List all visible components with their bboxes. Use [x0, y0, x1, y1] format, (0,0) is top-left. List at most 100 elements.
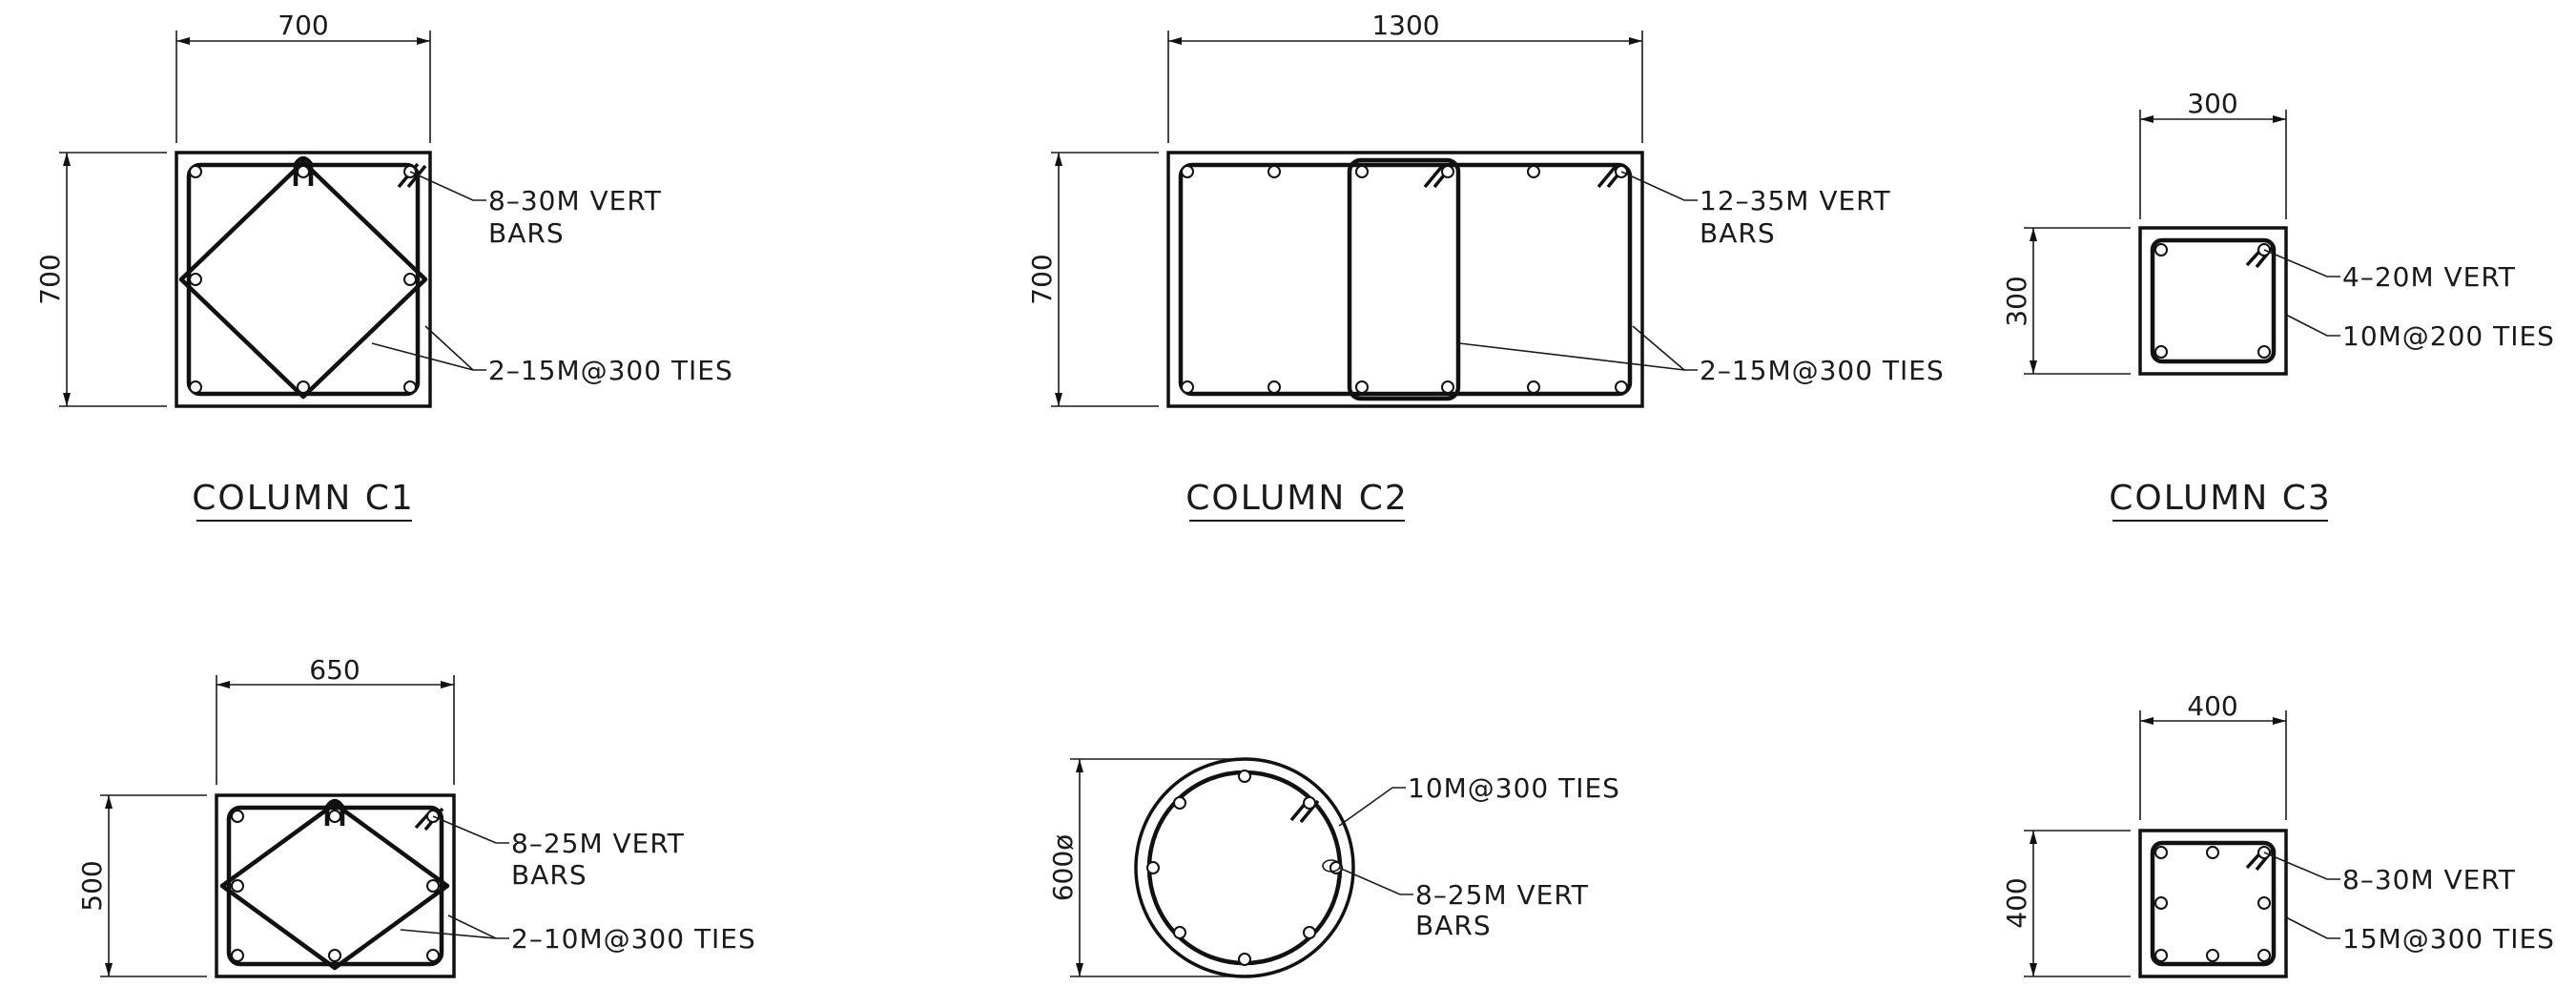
- c1-outline: [175, 151, 432, 408]
- c2-height-dimension: 700: [1026, 152, 1159, 407]
- c1-vert-bars-label-2: BARS: [488, 217, 565, 249]
- c2-ties-leader: [1458, 342, 1698, 371]
- c4-bar: [328, 949, 341, 962]
- c2-vert-bars-label-2: BARS: [1700, 217, 1776, 249]
- c5-bar: [1329, 861, 1343, 874]
- c6-height-dimension: 400: [2001, 830, 2131, 977]
- c5-ties-label: 10M@300 TIES: [1408, 772, 1620, 804]
- c1-width-dimension: 700: [175, 10, 431, 143]
- column-c1: 700 700: [34, 10, 732, 522]
- c6-vert-bars-label: 8–30M VERT: [2342, 864, 2516, 895]
- c3-vert-bars-label: 4–20M VERT: [2342, 261, 2516, 293]
- c6-bar: [2257, 949, 2271, 962]
- c2-bar: [1267, 380, 1281, 394]
- c2-outline: [1166, 151, 1644, 408]
- c1-ties-leader-2: [424, 325, 474, 371]
- column-c4: 650 500 8–25M VERT BARS 2–: [76, 654, 756, 978]
- c3-height-label: 300: [2001, 276, 2032, 326]
- c6-tie: [2150, 840, 2277, 967]
- c5-diameter-label: 600ø: [1047, 834, 1079, 902]
- c6-bar: [2154, 846, 2168, 859]
- c5-vert-bars-label-2: BARS: [1415, 910, 1492, 941]
- c6-bar: [2154, 896, 2168, 910]
- c6-bar: [2257, 896, 2271, 910]
- c5-bar: [1238, 953, 1251, 966]
- column-c2: 1300 700: [1026, 10, 1945, 522]
- c3-bars-leader: [2263, 249, 2340, 277]
- c6-outline: [2138, 829, 2288, 978]
- c4-diamond-tie: [219, 801, 450, 971]
- column-c5: 600ø 10M@300 TIES 8–25M VERT BARS: [1047, 757, 1620, 978]
- c5-outline: [1134, 757, 1355, 978]
- c3-bar: [2154, 243, 2168, 257]
- c5-bars-leader: [1338, 867, 1413, 895]
- c2-bar: [1181, 380, 1194, 394]
- c6-height-label: 400: [2001, 877, 2032, 928]
- c2-bar: [1527, 165, 1540, 178]
- c3-width-label: 300: [2187, 88, 2237, 119]
- c1-bar: [403, 380, 417, 394]
- c1-bar: [189, 165, 202, 178]
- c6-width-label: 400: [2187, 690, 2237, 722]
- c5-vert-bars-label: 8–25M VERT: [1415, 879, 1589, 911]
- c1-diamond-tie: [178, 159, 428, 400]
- c2-bar: [1355, 380, 1369, 394]
- c3-height-dimension: 300: [2001, 227, 2131, 375]
- c5-bar: [1238, 770, 1251, 783]
- c4-bar: [426, 949, 440, 962]
- c2-bar: [1441, 380, 1454, 394]
- c4-bar: [328, 810, 341, 823]
- c2-ties-label: 2–15M@300 TIES: [1700, 355, 1945, 386]
- c2-bar: [1615, 380, 1628, 394]
- c2-vertical-bars: [1181, 165, 1628, 394]
- c3-bar: [2154, 345, 2168, 359]
- c5-bar: [1146, 861, 1160, 874]
- c4-vert-bars-label-2: BARS: [511, 859, 587, 891]
- c4-height-label: 500: [76, 860, 108, 911]
- c2-bar: [1527, 380, 1540, 394]
- c3-outline: [2138, 226, 2288, 376]
- c3-ties-label: 10M@200 TIES: [2342, 320, 2555, 352]
- c3-vertical-bars: [2154, 243, 2271, 359]
- c4-height-dimension: 500: [76, 794, 207, 977]
- c4-vertical-bars: [231, 810, 440, 962]
- c5-ties-leader: [1338, 787, 1406, 827]
- c2-bars-leader: [1620, 171, 1698, 201]
- c6-ties-leader: [2285, 916, 2340, 939]
- c1-bar: [403, 273, 417, 286]
- column-c3: 300 300 4–20M VERT 10M@200 TIES COLUMN C…: [2001, 88, 2555, 522]
- c5-vertical-bars: [1146, 770, 1343, 966]
- c4-bar: [231, 949, 244, 962]
- c4-ties-leader-2: [447, 914, 497, 939]
- c2-vert-bars-label: 12–35M VERT: [1700, 185, 1891, 216]
- c4-vert-bars-label: 8–25M VERT: [511, 828, 685, 859]
- c6-bar: [2206, 846, 2219, 859]
- c3-bar: [2257, 345, 2271, 359]
- c1-height-label: 700: [34, 254, 66, 304]
- c1-bar: [189, 273, 202, 286]
- c4-tie-hook: [324, 798, 345, 826]
- c3-ties-leader: [2285, 314, 2340, 337]
- c6-width-dimension: 400: [2139, 690, 2287, 820]
- c4-bar: [426, 879, 440, 893]
- c5-bar: [1173, 796, 1186, 810]
- c4-bar: [231, 879, 244, 893]
- c6-bar: [2154, 949, 2168, 962]
- c2-bar: [1181, 165, 1194, 178]
- c1-vert-bars-label: 8–30M VERT: [488, 185, 662, 216]
- c2-width-dimension: 1300: [1167, 10, 1643, 143]
- c2-bar: [1441, 165, 1454, 178]
- c2-title: COLUMN C2: [1185, 479, 1409, 518]
- c4-width-label: 650: [309, 654, 360, 686]
- c5-bar: [1303, 796, 1316, 810]
- c3-tie: [2150, 237, 2277, 364]
- c2-inner-tie: [1347, 157, 1461, 401]
- c6-bar: [2206, 949, 2219, 962]
- c1-height-dimension: 700: [34, 152, 167, 407]
- c2-perimeter-tie: [1178, 162, 1633, 397]
- c5-bar-marker: [1322, 859, 1341, 873]
- c1-width-label: 700: [278, 10, 328, 41]
- c4-ties-label: 2–10M@300 TIES: [511, 923, 756, 955]
- c5-diameter-dimension: 600ø: [1047, 758, 1245, 977]
